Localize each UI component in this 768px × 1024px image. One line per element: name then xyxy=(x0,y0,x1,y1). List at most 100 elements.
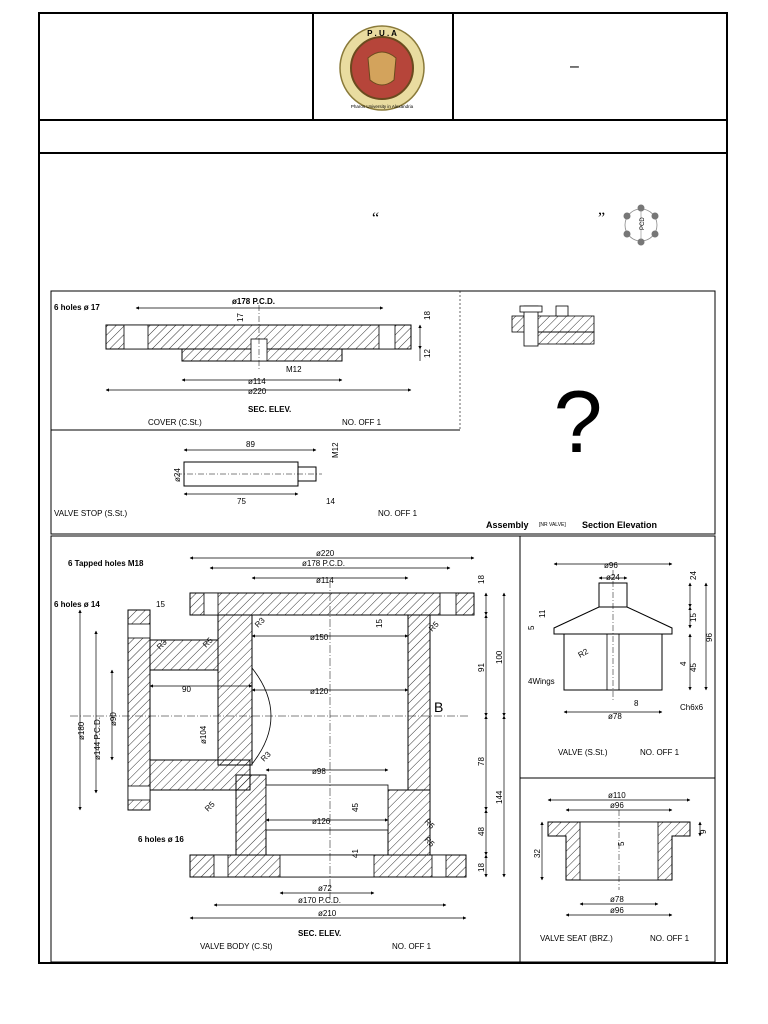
stop-no-off: NO. OFF 1 xyxy=(378,509,418,518)
body-sec-elev: SEC. ELEV. xyxy=(298,929,341,938)
body-d144pcd: ø144 P.C.D. xyxy=(93,717,102,760)
body-dim-18: 18 xyxy=(477,575,486,584)
cover-sec-elev: SEC. ELEV. xyxy=(248,405,291,414)
valve-dim-45: 45 xyxy=(689,663,698,672)
valve-dim-11: 11 xyxy=(538,609,547,618)
valve-name: VALVE (S.St.) xyxy=(558,748,608,757)
valve-dim-15: 15 xyxy=(689,613,698,622)
body-pcd178: ø178 P.C.D. xyxy=(302,559,345,568)
stop-dim-14: 14 xyxy=(326,497,335,506)
subheader-rule xyxy=(38,152,728,154)
valve-dim-24: 24 xyxy=(689,571,698,580)
body-d72: ø72 xyxy=(318,884,332,893)
body-letter-b: B xyxy=(434,699,443,715)
body-dim-144: 144 xyxy=(495,790,504,804)
header-rule xyxy=(38,119,728,121)
body-dim-90: 90 xyxy=(182,685,191,694)
body-dim-15: 15 xyxy=(156,600,165,609)
valve-seat-drawing xyxy=(540,798,702,917)
seat-d96b: ø96 xyxy=(610,906,624,915)
cover-dim-18: 18 xyxy=(423,311,432,320)
seat-dim-9: 9 xyxy=(699,829,708,834)
close-quote: ” xyxy=(598,210,606,227)
valve-stop-drawing xyxy=(176,448,322,496)
assembly-label-pre: Assembly xyxy=(486,520,529,530)
header-divider-2 xyxy=(452,12,454,120)
sheet-frame xyxy=(38,12,728,964)
body-d90: ø90 xyxy=(109,712,118,726)
pcd-sketch: PCD xyxy=(623,204,659,246)
body-pcd170: ø170 P.C.D. xyxy=(298,896,341,905)
cover-holes-label: 6 holes ø 17 xyxy=(54,303,100,312)
body-no-off: NO. OFF 1 xyxy=(392,942,432,951)
university-logo: P . U . A Pharos University in Alexandri… xyxy=(339,25,425,111)
assembly-detail-sketch xyxy=(511,305,595,347)
body-dim-41: 41 xyxy=(351,849,360,858)
seat-dim-5: 5 xyxy=(617,841,626,846)
assembly-question-mark: ? xyxy=(554,372,603,471)
open-quote: “ xyxy=(372,210,380,227)
cover-name: COVER (C.St.) xyxy=(148,418,202,427)
valve-d96: ø96 xyxy=(604,561,618,570)
body-d114: ø114 xyxy=(316,576,334,585)
body-dim-45: 45 xyxy=(351,803,360,812)
assembly-label-post: Section Elevation xyxy=(582,520,657,530)
body-dim-100: 100 xyxy=(495,650,504,664)
body-d150: ø150 xyxy=(310,633,329,642)
cover-drawing xyxy=(105,305,422,392)
cover-d220: ø220 xyxy=(248,387,267,396)
cover-d114: ø114 xyxy=(248,377,266,386)
cover-m12: M12 xyxy=(286,365,302,374)
valve-no-off: NO. OFF 1 xyxy=(640,748,680,757)
bottom-panel-border xyxy=(50,535,716,963)
body-dim-78: 78 xyxy=(477,757,486,766)
cover-dim-17: 17 xyxy=(236,313,245,322)
valve-ch: Ch6x6 xyxy=(680,703,704,712)
assembly-label-small: [NR VALVE] xyxy=(539,522,566,528)
body-holes14: 6 holes ø 14 xyxy=(54,600,100,609)
body-r3b: R3 xyxy=(253,615,267,629)
body-d126: ø126 xyxy=(312,817,331,826)
seat-d96: ø96 xyxy=(610,801,624,810)
body-name: VALVE BODY (C.St) xyxy=(200,942,273,951)
seat-d78: ø78 xyxy=(610,895,624,904)
valve-dim-96: 96 xyxy=(705,633,714,642)
body-dim-18b: 18 xyxy=(477,863,486,872)
body-d120: ø120 xyxy=(310,687,329,696)
body-dim-15b: 15 xyxy=(375,619,384,628)
pcd-label: PCD xyxy=(640,217,646,230)
logo-ring-text: Pharos University in Alexandria xyxy=(351,104,414,109)
header-divider-1 xyxy=(312,12,314,120)
top-panel-border xyxy=(50,290,716,535)
stop-name: VALVE STOP (S.St.) xyxy=(54,509,128,518)
body-d98: ø98 xyxy=(312,767,326,776)
valve-dim-4: 4 xyxy=(679,661,688,666)
body-holes16: 6 holes ø 16 xyxy=(138,835,184,844)
body-r5c: R5 xyxy=(203,799,217,813)
valve-dim-5: 5 xyxy=(527,625,536,630)
stop-dim-89: 89 xyxy=(246,440,255,449)
body-r3c: R3 xyxy=(259,749,273,763)
body-dim-48: 48 xyxy=(477,827,486,836)
valve-d78: ø78 xyxy=(608,712,622,721)
header-dash: – xyxy=(570,58,579,75)
seat-name: VALVE SEAT (BRZ.) xyxy=(540,934,613,943)
body-tapped-label: 6 Tapped holes M18 xyxy=(68,559,144,568)
valve-body-drawing xyxy=(70,556,506,920)
stop-d24: ø24 xyxy=(173,468,182,482)
cover-pcd-label: ø178 P.C.D. xyxy=(232,297,275,306)
cover-no-off: NO. OFF 1 xyxy=(342,418,382,427)
body-d104: ø104 xyxy=(199,725,208,744)
body-dim-91: 91 xyxy=(477,663,486,672)
logo-text: P . U . A xyxy=(367,29,397,38)
seat-dim-32: 32 xyxy=(533,849,542,858)
seat-d110: ø110 xyxy=(608,791,626,800)
valve-d24: ø24 xyxy=(606,573,620,582)
valve-drawing xyxy=(553,562,708,714)
cover-dim-12: 12 xyxy=(423,349,432,358)
stop-dim-75: 75 xyxy=(237,497,246,506)
body-d210: ø210 xyxy=(318,909,337,918)
stop-m12: M12 xyxy=(331,442,340,458)
seat-no-off: NO. OFF 1 xyxy=(650,934,690,943)
